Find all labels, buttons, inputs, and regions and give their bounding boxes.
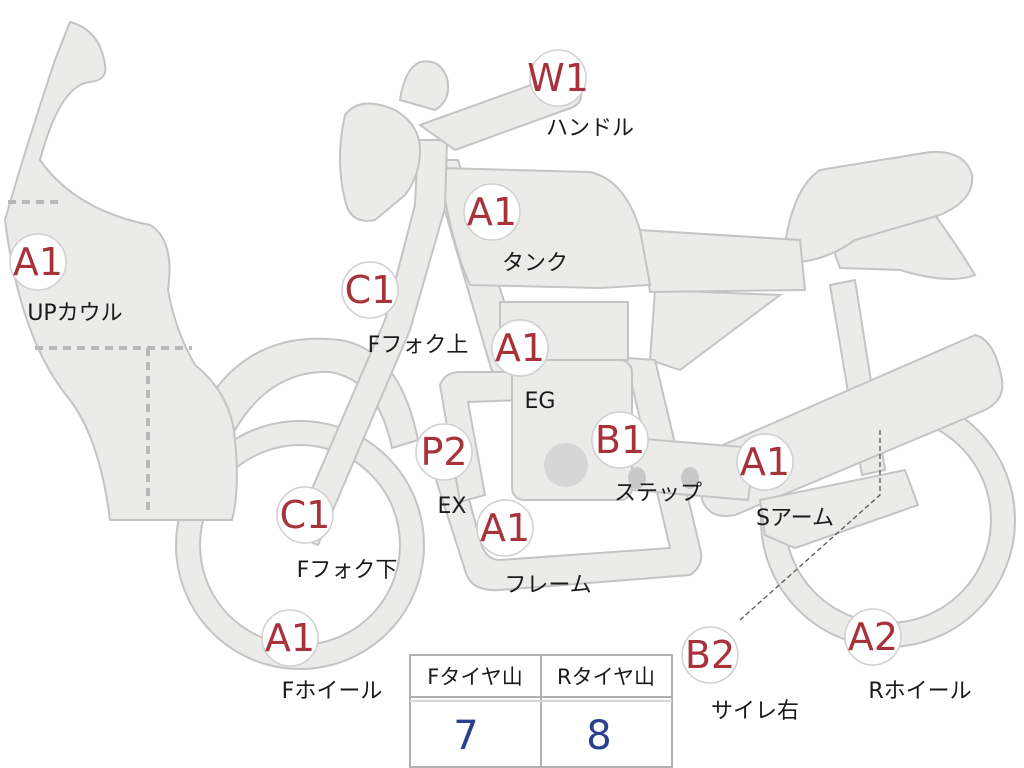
grade-badge-engine: A1 <box>491 319 549 377</box>
mirror-shape <box>398 60 450 112</box>
grade-step: B1 <box>595 418 645 462</box>
grade-badge-step: B1 <box>591 411 649 469</box>
label-frame: フレーム <box>504 573 591 598</box>
grade-frame: A1 <box>480 506 530 550</box>
up-cowl-shape <box>3 20 238 521</box>
label-f-fork-upper: Fフォク上 <box>368 333 469 358</box>
front-tire-header: Fタイヤ山 <box>427 665 522 689</box>
grade-badge-frame: A1 <box>476 499 534 557</box>
label-swing-arm: Sアーム <box>756 506 834 531</box>
label-handle: ハンドル <box>546 116 634 141</box>
front-tire-value: 7 <box>453 713 478 759</box>
tire-tread-table: Fタイヤ山 Rタイヤ山 7 8 <box>409 654 673 768</box>
grade-badge-handle: W1 <box>527 49 589 107</box>
muffler-leader-line <box>739 430 881 621</box>
grade-f-fork-upper: C1 <box>345 268 396 312</box>
grade-exhaust: P2 <box>420 430 467 474</box>
label-engine: EG <box>525 389 556 414</box>
label-f-wheel: Fホイール <box>282 679 383 704</box>
grade-badge-f-fork-upper: C1 <box>341 261 399 319</box>
grade-badge-f-fork-lower: C1 <box>276 486 334 544</box>
label-f-fork-lower: Fフォク下 <box>297 558 398 583</box>
front-fork-shape <box>290 139 449 547</box>
chain-guard-shape <box>758 468 920 550</box>
grade-badge-swing-arm: A1 <box>736 433 794 491</box>
seat-shape <box>782 150 974 264</box>
grade-up-cowl: A1 <box>13 240 63 284</box>
label-tank: タンク <box>502 251 568 276</box>
label-step: ステップ <box>614 481 702 506</box>
rear-tire-header: Rタイヤ山 <box>557 665 655 689</box>
side-cover-shape <box>648 288 783 372</box>
grade-muffler-right: B2 <box>685 633 735 677</box>
grade-badge-muffler-right: B2 <box>681 626 739 684</box>
label-up-cowl: UPカウル <box>27 301 122 326</box>
grade-swing-arm: A1 <box>740 440 790 484</box>
grade-tank: A1 <box>467 190 517 234</box>
tail-shape <box>828 213 977 280</box>
label-exhaust: EX <box>438 494 467 519</box>
grade-badge-tank: A1 <box>463 183 521 241</box>
grade-badge-r-wheel: A2 <box>844 608 902 666</box>
grade-handle: W1 <box>527 56 589 100</box>
rear-tire-value: 8 <box>586 713 611 759</box>
cowl-dotted-lines <box>8 200 192 515</box>
headlight-shape <box>339 102 422 222</box>
grade-badge-exhaust: P2 <box>415 423 473 481</box>
engine-shape <box>499 301 757 502</box>
grade-badge-f-wheel: A1 <box>261 609 319 667</box>
grade-badge-up-cowl: A1 <box>9 233 67 291</box>
grade-r-wheel: A2 <box>848 615 898 659</box>
rear-frame-shape <box>638 228 807 294</box>
grade-engine: A1 <box>495 326 545 370</box>
grade-f-fork-lower: C1 <box>280 493 331 537</box>
grade-f-wheel: A1 <box>265 616 315 660</box>
label-muffler-right: サイレ右 <box>711 699 799 724</box>
label-r-wheel: Rホイール <box>868 679 971 704</box>
